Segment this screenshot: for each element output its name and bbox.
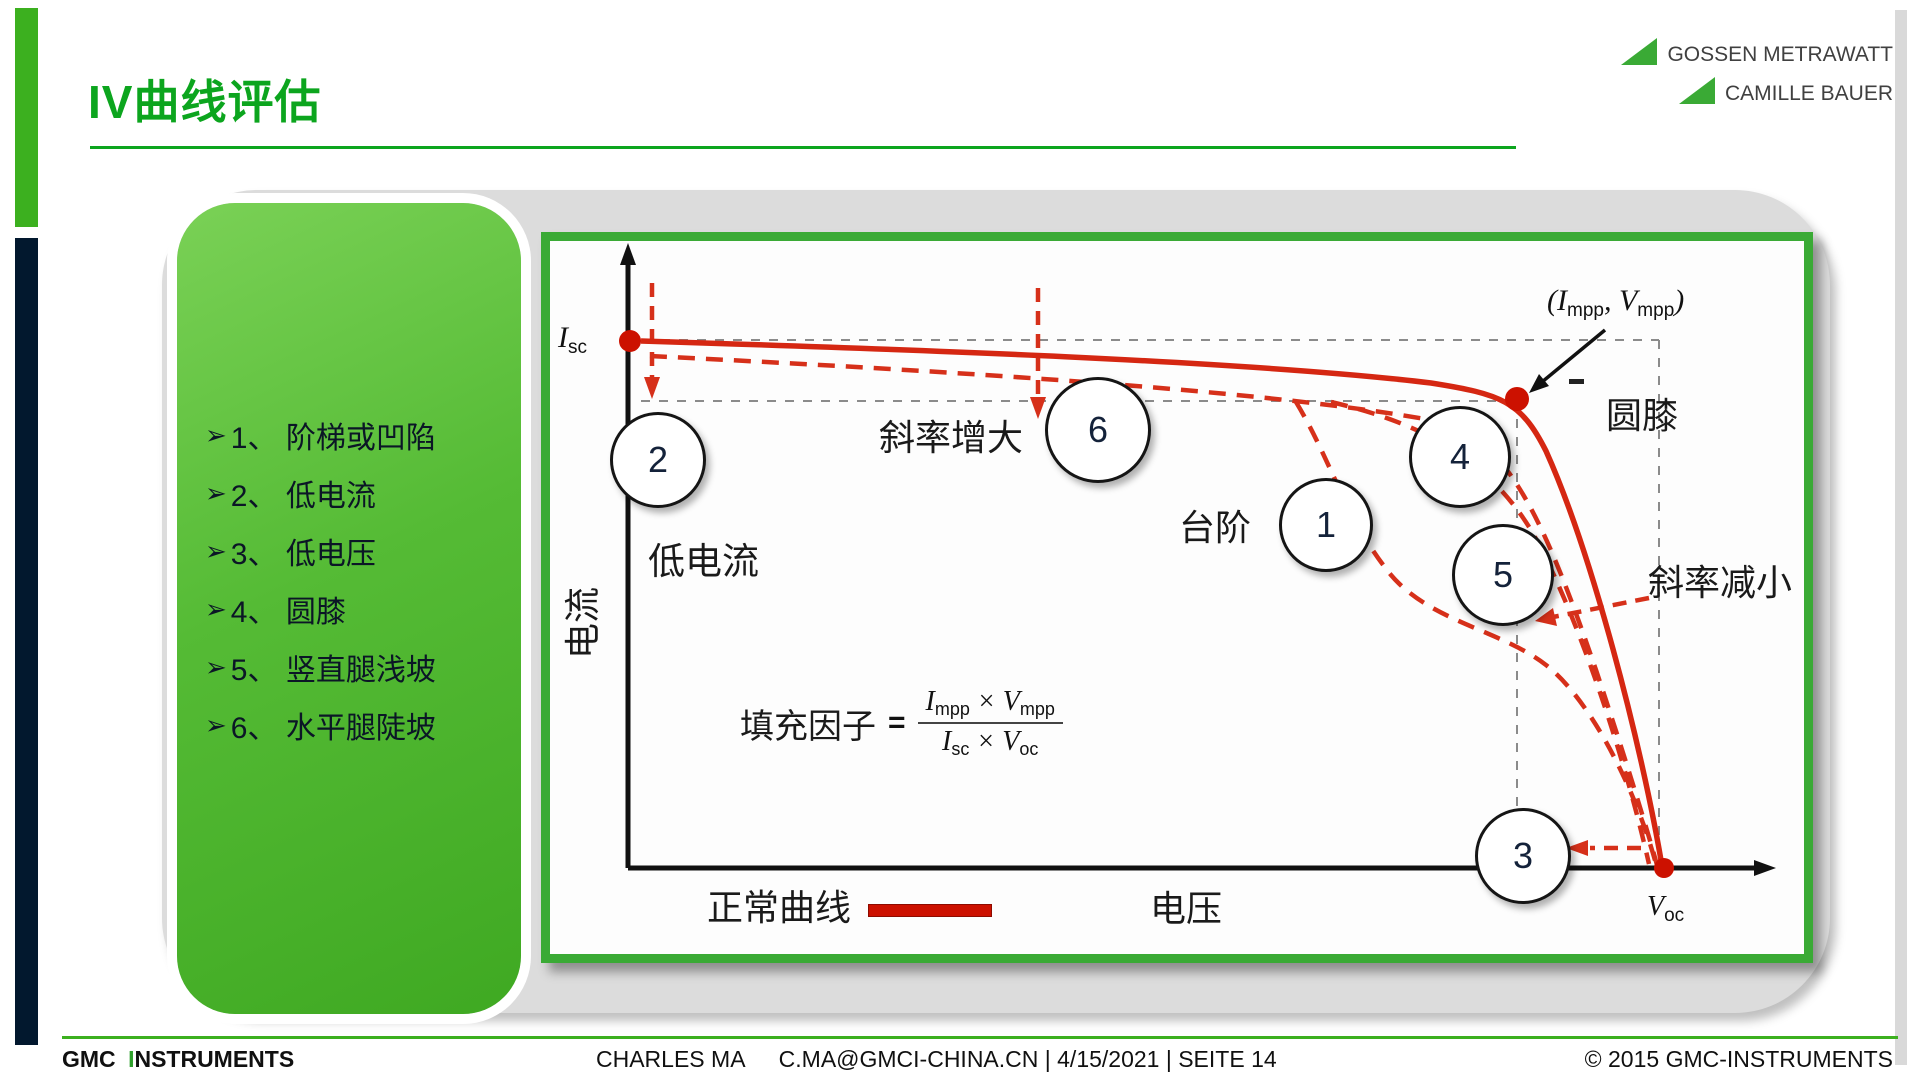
iv-curve-chart-panel: 2 6 1 4 5 3 Isc 电流 低电流 斜率增大 台阶 圆膝 斜率减小 (… [541, 232, 1813, 963]
slope-increase-label: 斜率增大 [879, 417, 1024, 458]
slope-decrease-label: 斜率减小 [1648, 562, 1793, 603]
logo-block: GOSSEN METRAWATT CAMILLE BAUER [1621, 38, 1893, 104]
right-edge-strip [1895, 10, 1907, 1065]
footer-center: CHARLES MA C.MA@GMCI-CHINA.CN | 4/15/202… [596, 1048, 1277, 1071]
den-i-sub: sc [951, 739, 970, 759]
voc-sub: oc [1664, 905, 1685, 926]
defect-circle-3: 3 [1475, 808, 1571, 904]
defect-circle-3-number: 3 [1512, 835, 1534, 876]
defect-circle-6: 6 [1045, 377, 1151, 483]
footer-brand-rest: NSTRUMENTS [134, 1046, 295, 1072]
voc-label: Voc [1647, 891, 1685, 926]
arrow-bullet-icon: ➢ [205, 651, 227, 682]
arrow-bullet-icon: ➢ [205, 593, 227, 624]
defect-circle-1-number: 1 [1315, 504, 1337, 545]
den-v: V [1002, 726, 1020, 757]
den-i: I [942, 726, 952, 757]
formula-fraction: Impp × Vmpp Isc × Voc [917, 684, 1063, 762]
page-title: IV曲线评估 [88, 76, 322, 128]
gossen-triangle-icon [1621, 38, 1658, 65]
num-v: V [1002, 686, 1020, 717]
formula-numerator: Impp × Vmpp [917, 684, 1063, 724]
list-item-label: 5、 竖直腿浅坡 [230, 654, 436, 687]
isc-sub: sc [568, 337, 587, 358]
left-navy-bar [15, 238, 38, 1045]
isc-base: I [558, 321, 568, 354]
defect-circle-2: 2 [610, 412, 706, 508]
title-underline [90, 146, 1516, 149]
den-times: × [976, 726, 996, 757]
arrow-bullet-icon: ➢ [205, 535, 227, 566]
num-i-sub: mpp [934, 699, 970, 719]
x-axis-label: 电压 [1150, 888, 1223, 929]
mpp-open: ( [1547, 284, 1557, 317]
iv-curve-svg [619, 243, 1776, 878]
list-item-label: 3、 低电压 [230, 538, 376, 571]
defect-circle-6-number: 6 [1087, 409, 1109, 450]
formula-lhs: 填充因子 [740, 707, 876, 746]
defect-circle-4-number: 4 [1449, 436, 1471, 477]
num-times: × [976, 686, 996, 717]
defect-circle-2-number: 2 [647, 439, 669, 480]
defect-list-panel: ➢1、 阶梯或凹陷 ➢2、 低电流 ➢3、 低电压 ➢4、 圆膝 ➢5、 竖直腿… [177, 203, 521, 1014]
isc-label: Isc [558, 321, 587, 358]
mpp-v: V [1618, 284, 1638, 317]
y-axis-label: 电流 [562, 587, 603, 660]
footer-rule [62, 1036, 1898, 1039]
list-item-label: 4、 圆膝 [230, 596, 346, 629]
step-label: 台阶 [1179, 507, 1252, 548]
defect-circle-5: 5 [1452, 524, 1554, 626]
list-item-label: 1、 阶梯或凹陷 [230, 422, 436, 455]
footer-brand-gmc: GMC [62, 1046, 116, 1072]
defect-circle-5-number: 5 [1492, 554, 1514, 595]
arrow-bullet-icon: ➢ [205, 709, 227, 740]
mpp-vsub: mpp [1637, 300, 1675, 321]
num-i: I [925, 686, 935, 717]
list-item-label: 6、 水平腿陡坡 [230, 712, 436, 745]
defect-circle-1: 1 [1279, 478, 1373, 572]
iv-curve-plot-area: 2 6 1 4 5 3 Isc 电流 低电流 斜率增大 台阶 圆膝 斜率减小 (… [550, 241, 1804, 953]
list-item: ➢2、 低电流 [205, 464, 436, 522]
num-v-sub: mpp [1019, 699, 1055, 719]
left-green-bar [15, 8, 38, 227]
legend-label: 正常曲线 [707, 887, 852, 928]
voc-base: V [1647, 891, 1665, 922]
list-item: ➢6、 水平腿陡坡 [205, 696, 436, 754]
defect-list: ➢1、 阶梯或凹陷 ➢2、 低电流 ➢3、 低电压 ➢4、 圆膝 ➢5、 竖直腿… [205, 406, 436, 754]
list-item: ➢5、 竖直腿浅坡 [205, 638, 436, 696]
formula-denominator: Isc × Voc [934, 724, 1046, 762]
list-item: ➢1、 阶梯或凹陷 [205, 406, 436, 464]
arrow-bullet-icon: ➢ [205, 419, 227, 450]
footer-author: CHARLES MA [596, 1046, 745, 1072]
mpp-isub: mpp [1567, 300, 1604, 321]
formula-equals: = [888, 706, 906, 739]
den-v-sub: oc [1019, 739, 1039, 759]
footer-copyright: © 2015 GMC-INSTRUMENTS [1584, 1046, 1893, 1072]
fill-factor-formula: 填充因子 = Impp × Vmpp Isc × Voc [740, 684, 1063, 762]
low-current-label: 低电流 [648, 541, 759, 582]
logo-gossen-text: GOSSEN METRAWATT [1667, 43, 1893, 66]
logo-camille-text: CAMILLE BAUER [1724, 82, 1893, 105]
list-item: ➢3、 低电压 [205, 522, 436, 580]
defect-circle-4: 4 [1409, 406, 1511, 508]
logo-camille-bauer: CAMILLE BAUER [1621, 77, 1893, 104]
mpp-sep: , [1603, 284, 1619, 317]
round-knee-label: 圆膝 [1606, 395, 1679, 436]
legend-normal-curve-swatch [868, 904, 992, 917]
footer-brand-i: I [128, 1046, 135, 1072]
logo-gossen-metrawatt: GOSSEN METRAWATT [1621, 38, 1893, 65]
mpp-i: I [1557, 284, 1567, 317]
camille-triangle-icon [1678, 77, 1715, 104]
list-item-label: 2、 低电流 [230, 480, 376, 513]
list-item: ➢4、 圆膝 [205, 580, 436, 638]
mpp-close: ) [1674, 284, 1685, 317]
arrow-bullet-icon: ➢ [205, 477, 227, 508]
footer-meta: C.MA@GMCI-CHINA.CN | 4/15/2021 | SEITE 1… [778, 1046, 1277, 1072]
mpp-point-label: (Impp, Vmpp) [1547, 284, 1685, 321]
footer-brand: GMC INSTRUMENTS [62, 1048, 294, 1071]
